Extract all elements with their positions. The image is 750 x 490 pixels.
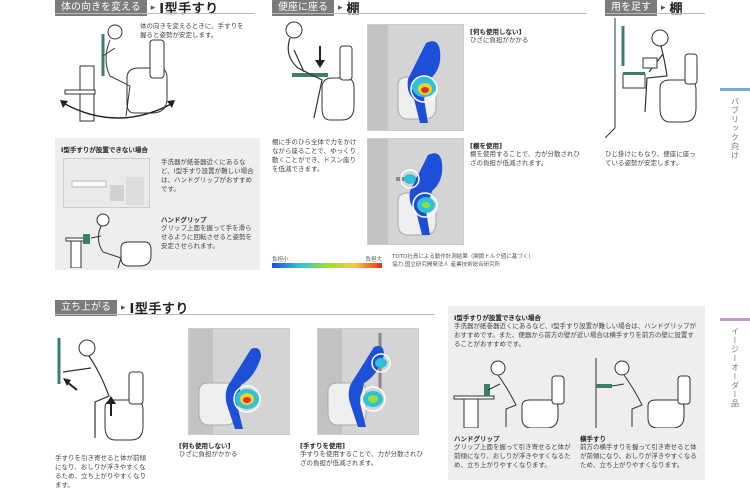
- section-turn: 体の向きを変える ▸ I型手すり 体の向きを変えるときに、手すりを握ると姿勢が安…: [55, 0, 260, 270]
- hrail-illustration: [578, 358, 698, 428]
- case-text-shelf: 棚を使用することで、力が分散されひざの負担が低減されます。: [470, 150, 581, 167]
- section-stand: 立ち上がる ▸ I型手すり 手すりを引き寄せると体が前傾になり、おしりが浮きやす…: [55, 298, 705, 489]
- source-line-2: 協力:国立研究開発法人 産業技術総合研究所: [392, 262, 501, 268]
- heatmap-photo-none: [367, 24, 464, 131]
- heatmap-photo-none: [188, 328, 290, 435]
- tab-color-bar: [720, 88, 750, 91]
- heat-legend: 負担小 負担大: [272, 255, 382, 268]
- grip-text: グリップ上面を握って引き寄せると体が前傾になり、おしりが浮きやすくなるため、立ち…: [454, 443, 571, 469]
- case-text-rail: 手すりを使用することで、力が分散されひざの負担が低減されます。: [300, 450, 424, 467]
- heatmap-photo-shelf: [367, 138, 464, 245]
- stand-illustration: [55, 328, 155, 443]
- grip-title: ハンドグリップ: [161, 216, 207, 224]
- note-text: 手洗器が紙巻器近くにあるなど、I型手すり設置が難しい場合は、ハンドグリップがおす…: [454, 322, 697, 348]
- section-tag: 便座に座る: [272, 0, 334, 16]
- legend-gradient-bar: [272, 263, 382, 268]
- case-label-rail: [手すりを使用]: [300, 442, 345, 450]
- section-use: 用を足す ▸ 棚 ひじ掛けにもなり、便座に座っている姿勢が安定します。: [605, 0, 705, 180]
- section-description: 手すりを引き寄せると体が前傾になり、おしりが浮きやすくなるため、立ち上がりやすく…: [55, 454, 146, 489]
- use-illustration: [605, 18, 705, 138]
- section-title: I型手すり: [129, 302, 189, 317]
- section-title: 棚: [346, 2, 361, 17]
- divider: [272, 13, 587, 14]
- side-tab-public[interactable]: パブリック向け: [720, 88, 750, 160]
- grip-title: ハンドグリップ: [454, 435, 500, 443]
- side-tab-label: イージーオーダー品: [730, 327, 740, 408]
- grip-illustration: [452, 358, 572, 428]
- heatmap-photo-rail: [317, 328, 419, 435]
- arrow-icon: ▸: [661, 2, 666, 13]
- divider: [605, 13, 705, 14]
- note-title: I型手すりが設置できない場合: [61, 146, 148, 154]
- case-label-none: [何も使用しない]: [470, 28, 522, 36]
- section-tag: 用を足す: [605, 0, 657, 16]
- section-description: 棚に手のひら全体で力をかけながら座ることで、ゆっくり動くことができ、ドスン座りを…: [272, 138, 357, 173]
- divider: [55, 13, 255, 14]
- case-text-none: ひざに負担がかかる: [470, 36, 529, 44]
- section-tag: 体の向きを変える: [55, 0, 147, 16]
- divider: [55, 314, 435, 315]
- section-description: 体の向きを変えるときに、手すりを握ると姿勢が安定します。: [140, 22, 244, 39]
- source-line-1: TOTO社員による動作計測結果（関節トルク値に基づく）: [392, 254, 534, 260]
- hrail-text: 前方の横手すりを握って引き寄せると体が前傾になり、おしりが浮きやすくなるため、立…: [580, 443, 697, 469]
- note-text: 手洗器が紙巻器近くにあるなど、I型手すり設置が難しい場合は、ハンドグリップがおす…: [161, 158, 254, 193]
- case-label-shelf: [棚を使用]: [470, 142, 502, 150]
- legend-low: 負担小: [272, 257, 289, 263]
- section-description: ひじ掛けにもなり、便座に座っている姿勢が安定します。: [605, 150, 696, 167]
- arrow-icon: ▸: [338, 2, 343, 13]
- arrow-icon: ▸: [150, 2, 156, 13]
- side-tab-label: パブリック向け: [730, 97, 740, 160]
- case-label-none: [何も使用しない]: [179, 442, 231, 450]
- section-tag: 立ち上がる: [55, 299, 117, 316]
- note-title: I型手すりが設置できない場合: [454, 314, 541, 322]
- section-title: 棚: [669, 2, 684, 17]
- grip-text: グリップ上面を握って手を滑らせるように回転させると姿勢を安定させられます。: [161, 224, 252, 250]
- case-text-none: ひざに負担がかかる: [179, 450, 238, 458]
- legend-high: 負担大: [365, 257, 382, 263]
- grip-illustration: [61, 210, 156, 268]
- section-title: I型手すり: [159, 2, 219, 17]
- turn-illustration: [55, 18, 180, 123]
- note-box: I型手すりが設置できない場合 手洗器が紙巻器近くにあるなど、I型手すり設置が難し…: [448, 306, 705, 480]
- arrow-icon: ▸: [121, 302, 126, 313]
- note-box: I型手すりが設置できない場合 手洗器が紙巻器近くにあるなど、I型手すり設置が難し…: [55, 138, 260, 270]
- hrail-title: 横手すり: [580, 435, 606, 443]
- side-tab-easy-order[interactable]: イージーオーダー品: [720, 318, 750, 408]
- tab-color-bar: [720, 318, 750, 321]
- sink-photo: [63, 158, 150, 208]
- section-sit: 便座に座る ▸ 棚 棚に手のひら全体で力をかけながら座ることで、ゆっくり動くこと…: [272, 0, 592, 275]
- sit-illustration: [272, 18, 357, 133]
- source-note: TOTO社員による動作計測結果（関節トルク値に基づく） 協力:国立研究開発法人 …: [392, 253, 534, 269]
